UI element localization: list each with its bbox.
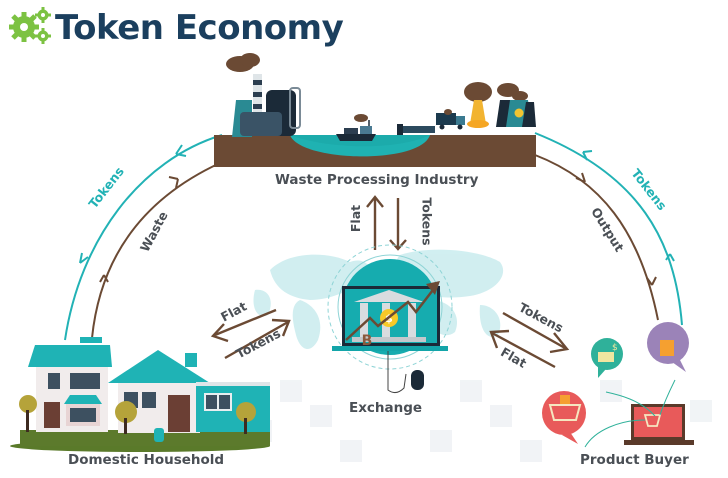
bank-laptop-icon: $ B [327,244,453,394]
output-arrowhead-2 [646,276,657,286]
waste-arrowhead-1 [168,176,179,189]
waste-arrowhead-2 [99,274,109,283]
output-arrowhead-1 [575,172,586,183]
output-arrow-industry-to-buyer [534,154,659,321]
tokens-arrowhead-2 [79,252,89,264]
industry-label: Waste Processing Industry [275,172,479,188]
flow-label-tokens-vertical: Tokens [419,197,435,246]
factory-icon [214,53,536,167]
tokens-arrowhead-3 [582,150,593,161]
flat-arrow-buyer-to-exchange [491,331,556,369]
shopping-laptop-icon: $ [542,322,694,448]
household-label: Domestic Household [68,452,225,468]
flat-arrow-exchange-to-household [214,308,277,337]
gears-icon [9,7,51,44]
svg-text:$: $ [612,343,618,353]
svg-text:B: B [362,333,373,349]
tokens-arrowhead-4 [665,253,675,262]
flow-label-flat-vertical: Flat [348,204,364,233]
tokens-arrow-buyer-to-industry [534,132,683,326]
exchange-label: Exchange [349,400,423,416]
waste-arrow-household-to-industry [91,162,221,339]
buyer-label: Product Buyer [580,452,689,468]
tokens-arrow-industry-to-household [64,134,223,341]
page-title: Token Economy [55,8,344,48]
houses-icon [10,337,270,452]
tokens-arrow-exchange-to-buyer [502,311,566,350]
tokens-arrowhead-1 [175,144,187,157]
tokens-arrow-household-to-exchange [224,320,289,360]
